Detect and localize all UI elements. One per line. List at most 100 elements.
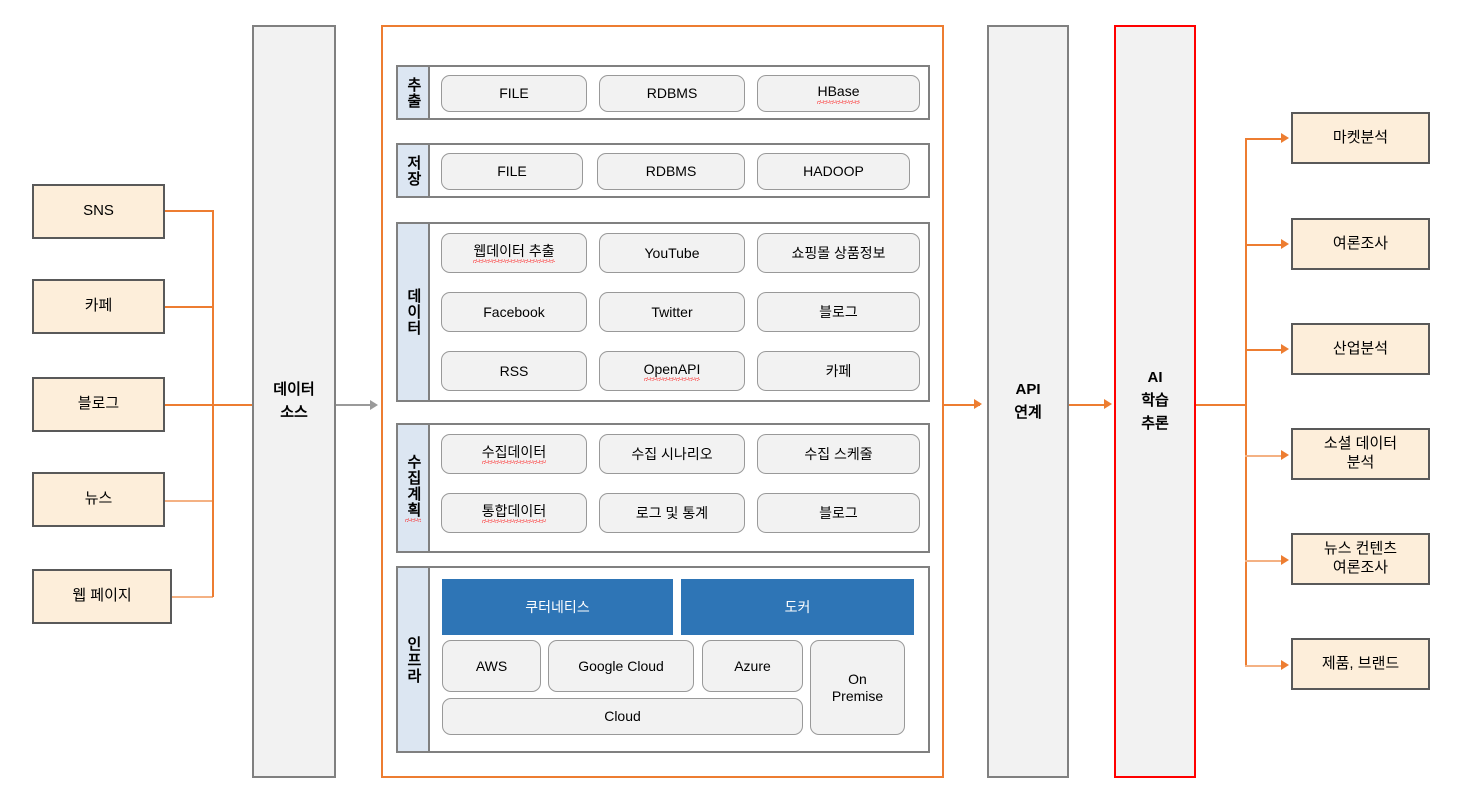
connector-out-industry bbox=[1245, 349, 1285, 351]
connector-out-brand bbox=[1245, 665, 1285, 667]
output-box-market-analysis[interactable]: 마켓분석 bbox=[1291, 112, 1430, 164]
chip-file[interactable]: FILE bbox=[441, 153, 583, 190]
section-label-collection-plan: 수집계획 bbox=[398, 425, 430, 551]
output-box-social-data-analysis[interactable]: 소셜 데이터 분석 bbox=[1291, 428, 1430, 480]
connector-sns bbox=[165, 210, 213, 212]
source-box-webpage[interactable]: 웹 페이지 bbox=[32, 569, 172, 624]
section-label-text: 추출 bbox=[404, 76, 422, 109]
section-label-text: 데이터 bbox=[404, 288, 422, 336]
source-box-blog[interactable]: 블로그 bbox=[32, 377, 165, 432]
chip-integrated-data[interactable]: 통합데이터 bbox=[441, 493, 587, 533]
section-label-text: 인프라 bbox=[404, 635, 422, 684]
chip-web-data-extract[interactable]: 웹데이터 추출 bbox=[441, 233, 587, 273]
chip-google-cloud[interactable]: Google Cloud bbox=[548, 640, 694, 692]
pillar-line-2: 연계 bbox=[1014, 403, 1042, 421]
chip-label: HADOOP bbox=[803, 163, 864, 180]
chip-label: 쇼핑몰 상품정보 bbox=[791, 244, 886, 261]
section-body-infra: 쿠터네티스 도커 AWS Google Cloud Azure On Premi… bbox=[430, 568, 928, 751]
chip-on-premise[interactable]: On Premise bbox=[810, 640, 905, 735]
chip-openapi[interactable]: OpenAPI bbox=[599, 351, 745, 391]
chip-label: YouTube bbox=[644, 244, 700, 261]
arrow-head-ai bbox=[1104, 399, 1112, 409]
chip-kubernetes[interactable]: 쿠터네티스 bbox=[442, 579, 673, 635]
chip-file[interactable]: FILE bbox=[441, 75, 587, 112]
connector-ai-to-trunk bbox=[1196, 404, 1246, 406]
chip-rdbms[interactable]: RDBMS bbox=[597, 153, 745, 190]
chip-label: RDBMS bbox=[645, 163, 697, 180]
chip-label: FILE bbox=[497, 163, 527, 180]
connector-news bbox=[165, 500, 213, 502]
section-label-text: 수집계획 bbox=[405, 454, 422, 522]
section-label-text: 저장 bbox=[404, 154, 422, 187]
connector-webpage bbox=[172, 596, 213, 598]
chip-log-and-statistics[interactable]: 로그 및 통계 bbox=[599, 493, 745, 533]
arrow-head-out-brand bbox=[1281, 660, 1289, 670]
chip-rss[interactable]: RSS bbox=[441, 351, 587, 391]
chip-cafe[interactable]: 카페 bbox=[757, 351, 920, 391]
output-box-industry-analysis[interactable]: 산업분석 bbox=[1291, 323, 1430, 375]
section-label-extract: 추출 bbox=[398, 67, 430, 118]
chip-hbase[interactable]: HBase bbox=[757, 75, 920, 112]
source-label: 웹 페이지 bbox=[72, 587, 132, 605]
output-box-news-content-opinion[interactable]: 뉴스 컨텐츠 여론조사 bbox=[1291, 533, 1430, 585]
chip-label: Google Cloud bbox=[578, 657, 664, 674]
chip-docker[interactable]: 도커 bbox=[681, 579, 914, 635]
chip-label: Twitter bbox=[651, 303, 693, 320]
source-box-news[interactable]: 뉴스 bbox=[32, 472, 165, 527]
chip-label: 웹데이터 추출 bbox=[473, 242, 555, 264]
arrow-head-out-poll bbox=[1281, 239, 1289, 249]
source-box-sns[interactable]: SNS bbox=[32, 184, 165, 239]
section-body-extract: FILE RDBMS HBase bbox=[430, 67, 928, 118]
source-label: 카페 bbox=[84, 297, 113, 315]
output-label: 뉴스 컨텐츠 여론조사 bbox=[1323, 540, 1398, 576]
pillar-line-1: API bbox=[1015, 380, 1041, 398]
section-label-data: 데이터 bbox=[398, 224, 430, 400]
chip-label: Cloud bbox=[604, 708, 641, 725]
chip-twitter[interactable]: Twitter bbox=[599, 292, 745, 332]
connector-api-to-ai bbox=[1069, 404, 1109, 406]
connector-trunk-to-datasource bbox=[212, 404, 252, 406]
chip-cloud[interactable]: Cloud bbox=[442, 698, 803, 735]
chip-label: 카페 bbox=[825, 362, 852, 379]
pillar-line-2: 학습 bbox=[1141, 392, 1169, 410]
output-box-product-brand[interactable]: 제품, 브랜드 bbox=[1291, 638, 1430, 690]
chip-label: Facebook bbox=[483, 303, 545, 320]
chip-collected-data[interactable]: 수집데이터 bbox=[441, 434, 587, 474]
chip-shopping-mall-product-info[interactable]: 쇼핑몰 상품정보 bbox=[757, 233, 920, 273]
pillar-api-integration[interactable]: API 연계 bbox=[987, 25, 1069, 778]
chip-blog[interactable]: 블로그 bbox=[757, 292, 920, 332]
connector-platform-to-api bbox=[944, 404, 980, 406]
output-box-public-opinion-survey[interactable]: 여론조사 bbox=[1291, 218, 1430, 270]
chip-label: FILE bbox=[499, 85, 529, 102]
connector-cafe bbox=[165, 306, 213, 308]
chip-youtube[interactable]: YouTube bbox=[599, 233, 745, 273]
section-storage: 저장 FILE RDBMS HADOOP bbox=[396, 143, 930, 198]
chip-blog[interactable]: 블로그 bbox=[757, 493, 920, 533]
chip-collection-schedule[interactable]: 수집 스케줄 bbox=[757, 434, 920, 474]
arrow-head-out-market bbox=[1281, 133, 1289, 143]
chip-label: OpenAPI bbox=[643, 360, 701, 382]
chip-rdbms[interactable]: RDBMS bbox=[599, 75, 745, 112]
chip-azure[interactable]: Azure bbox=[702, 640, 803, 692]
connector-datasource-to-platform bbox=[336, 404, 374, 406]
pillar-ai-training-inference[interactable]: AI 학습 추론 bbox=[1114, 25, 1196, 778]
section-body-collection-plan: 수집데이터 수집 시나리오 수집 스케줄 통합데이터 로그 및 통계 블로그 bbox=[430, 425, 928, 551]
chip-aws[interactable]: AWS bbox=[442, 640, 541, 692]
chip-facebook[interactable]: Facebook bbox=[441, 292, 587, 332]
section-label-infra: 인프라 bbox=[398, 568, 430, 751]
arrow-head-api bbox=[974, 399, 982, 409]
chip-label: 로그 및 통계 bbox=[635, 504, 709, 521]
pillar-data-source[interactable]: 데이터 소스 bbox=[252, 25, 336, 778]
connector-out-poll bbox=[1245, 244, 1285, 246]
pillar-line-1: AI bbox=[1147, 369, 1163, 387]
arrow-head-out-news bbox=[1281, 555, 1289, 565]
section-body-storage: FILE RDBMS HADOOP bbox=[430, 145, 928, 196]
connector-output-trunk bbox=[1245, 138, 1247, 666]
chip-hadoop[interactable]: HADOOP bbox=[757, 153, 910, 190]
source-box-cafe[interactable]: 카페 bbox=[32, 279, 165, 334]
chip-collection-scenario[interactable]: 수집 시나리오 bbox=[599, 434, 745, 474]
pillar-line-2: 소스 bbox=[280, 403, 308, 421]
connector-blog bbox=[165, 404, 213, 406]
chip-label: 도커 bbox=[784, 598, 811, 615]
